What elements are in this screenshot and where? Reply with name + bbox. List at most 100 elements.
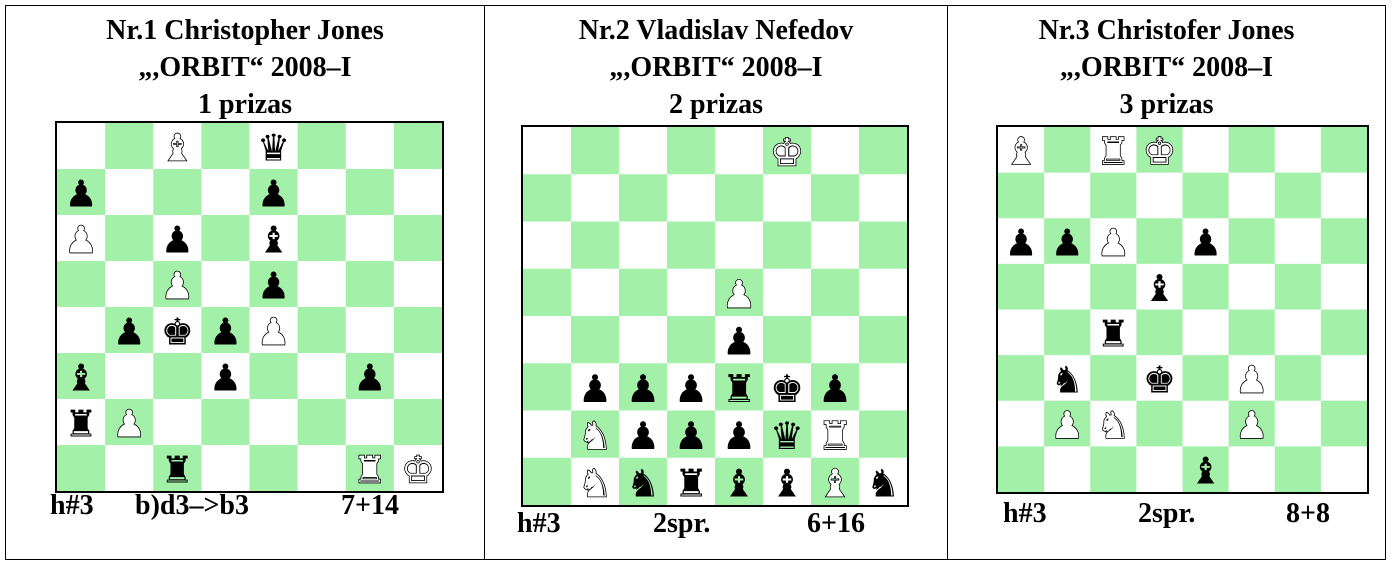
black-king-icon: ♚ bbox=[1143, 358, 1176, 401]
board-square bbox=[523, 269, 572, 317]
board-square bbox=[811, 127, 860, 175]
board-square bbox=[105, 215, 154, 262]
board-square bbox=[201, 169, 250, 216]
board-square bbox=[1321, 264, 1367, 310]
problem-3-title-line3: 3 prizas bbox=[948, 88, 1385, 122]
board-square bbox=[523, 458, 572, 505]
board-square bbox=[859, 363, 907, 411]
board-square bbox=[859, 269, 907, 317]
white-knight-icon: ♞ bbox=[1097, 404, 1130, 447]
problem-2-title-line1: Nr.2 Vladislav Nefedov bbox=[485, 14, 947, 48]
black-pawn-icon: ♟ bbox=[674, 414, 708, 458]
board-square bbox=[859, 127, 907, 175]
board-square bbox=[859, 411, 907, 459]
black-rook-icon: ♜ bbox=[161, 448, 194, 491]
black-bishop-icon: ♝ bbox=[64, 356, 97, 399]
board-square bbox=[523, 222, 572, 270]
white-pawn-icon: ♟ bbox=[64, 218, 97, 261]
board-square bbox=[998, 310, 1045, 356]
white-pawn-icon: ♟ bbox=[722, 272, 756, 316]
black-knight-icon: ♞ bbox=[626, 461, 660, 505]
problem-2-title-line3: 2 prizas bbox=[485, 88, 947, 122]
problem-1-chessboard: ♝♛♟♟♟♟♝♟♟♟♚♟♟♝♟♟♜♟♜♜♚ bbox=[57, 123, 442, 491]
black-bishop-icon: ♝ bbox=[722, 461, 756, 505]
board-square bbox=[298, 169, 347, 216]
board-square bbox=[523, 411, 572, 459]
black-pawn-icon: ♟ bbox=[1051, 221, 1084, 264]
board-square bbox=[1090, 446, 1137, 492]
black-king-icon: ♚ bbox=[161, 310, 194, 353]
white-pawn-icon: ♟ bbox=[113, 402, 146, 445]
board-square bbox=[1044, 173, 1091, 219]
problem-1-title-line2: „,ORBIT“ 2008–I bbox=[6, 51, 484, 85]
board-square bbox=[105, 445, 154, 491]
black-queen-icon: ♛ bbox=[770, 414, 804, 458]
black-king-icon: ♚ bbox=[770, 367, 804, 411]
black-pawn-icon: ♟ bbox=[722, 320, 756, 364]
black-rook-icon: ♜ bbox=[722, 367, 756, 411]
board-square bbox=[523, 127, 572, 175]
board-square bbox=[1183, 264, 1230, 310]
white-king-icon: ♚ bbox=[1143, 130, 1176, 173]
board-square bbox=[667, 174, 716, 222]
problem-2-stipulation: h#3 bbox=[517, 507, 561, 541]
board-square bbox=[201, 445, 250, 491]
board-square bbox=[346, 307, 395, 354]
board-square bbox=[201, 261, 250, 308]
board-square bbox=[1229, 310, 1276, 356]
board-square bbox=[250, 445, 299, 491]
board-square bbox=[1136, 446, 1183, 492]
black-pawn-icon: ♟ bbox=[257, 264, 290, 307]
board-square bbox=[1044, 127, 1091, 173]
board-square bbox=[998, 401, 1045, 447]
board-square bbox=[1183, 310, 1230, 356]
board-square bbox=[859, 316, 907, 364]
board-square bbox=[1275, 127, 1322, 173]
white-rook-icon: ♜ bbox=[1097, 130, 1130, 173]
board-square bbox=[715, 174, 764, 222]
board-square bbox=[763, 316, 812, 364]
board-square bbox=[811, 174, 860, 222]
problem-2-piece-count: 6+16 bbox=[807, 507, 865, 541]
black-pawn-icon: ♟ bbox=[113, 310, 146, 353]
board-square bbox=[1183, 173, 1230, 219]
board-square bbox=[571, 222, 620, 270]
board-square bbox=[667, 222, 716, 270]
board-square bbox=[1044, 264, 1091, 310]
board-square bbox=[811, 316, 860, 364]
board-square bbox=[201, 123, 250, 170]
board-square bbox=[394, 169, 442, 216]
board-square bbox=[298, 307, 347, 354]
board-square bbox=[394, 399, 442, 446]
black-pawn-icon: ♟ bbox=[722, 414, 756, 458]
problem-3-title-line2: „,ORBIT“ 2008–I bbox=[948, 51, 1385, 85]
board-square bbox=[998, 355, 1045, 401]
board-square bbox=[105, 169, 154, 216]
board-square bbox=[57, 307, 106, 354]
problem-3: Nr.3 Christofer Jones „,ORBIT“ 2008–I 3 … bbox=[948, 5, 1385, 560]
board-square bbox=[1321, 218, 1367, 264]
black-pawn-icon: ♟ bbox=[1004, 221, 1037, 264]
board-square bbox=[57, 261, 106, 308]
problem-1: Nr.1 Christopher Jones „,ORBIT“ 2008–I 1… bbox=[6, 5, 484, 560]
white-king-icon: ♚ bbox=[401, 448, 434, 491]
problem-1-stipulation: h#3 bbox=[50, 489, 94, 523]
problem-1-twin: b)d3–>b3 bbox=[135, 489, 249, 523]
black-bishop-icon: ♝ bbox=[1189, 450, 1222, 492]
board-square bbox=[1090, 264, 1137, 310]
problem-3-stipulation: h#3 bbox=[1003, 497, 1047, 531]
board-square bbox=[298, 445, 347, 491]
white-pawn-icon: ♟ bbox=[1235, 404, 1268, 447]
board-square bbox=[1275, 401, 1322, 447]
board-square bbox=[201, 215, 250, 262]
board-square bbox=[763, 269, 812, 317]
board-square bbox=[1229, 218, 1276, 264]
black-knight-icon: ♞ bbox=[866, 461, 900, 505]
white-pawn-icon: ♟ bbox=[1051, 404, 1084, 447]
white-pawn-icon: ♟ bbox=[1097, 221, 1130, 264]
board-square bbox=[1275, 446, 1322, 492]
board-square bbox=[105, 123, 154, 170]
board-square bbox=[1136, 310, 1183, 356]
board-square bbox=[667, 127, 716, 175]
white-pawn-icon: ♟ bbox=[257, 310, 290, 353]
